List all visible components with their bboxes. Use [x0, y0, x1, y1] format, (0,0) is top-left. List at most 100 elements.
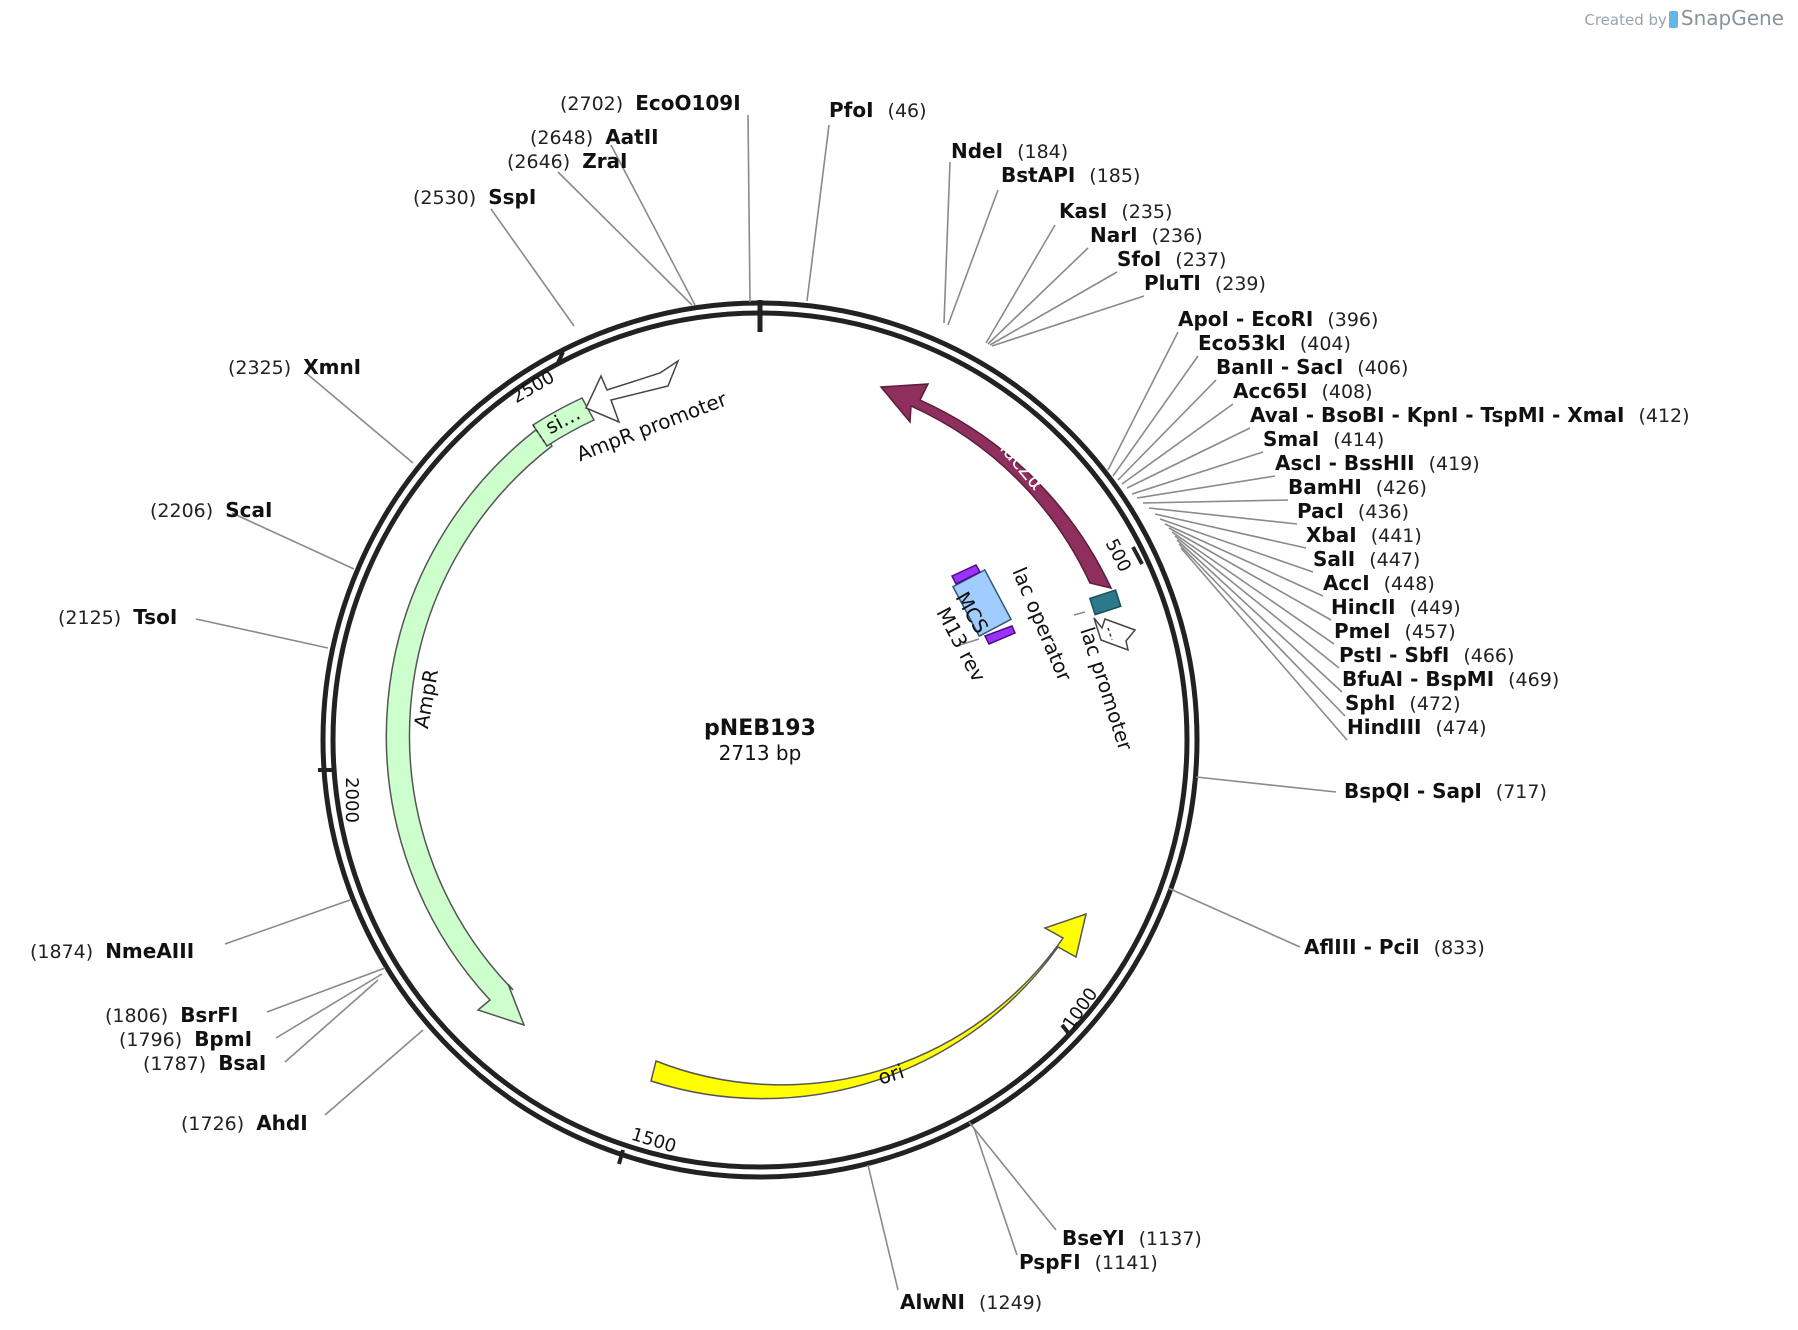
site-name: PfoI: [829, 98, 874, 122]
site-label[interactable]: (2702) EcoO109I: [560, 91, 741, 115]
backbone: [320, 300, 1200, 1180]
site-name: BsaI: [218, 1051, 266, 1075]
site-name: HincII: [1331, 595, 1396, 619]
site-label[interactable]: (185)BstAPI: [1001, 163, 1140, 187]
site-label[interactable]: (447)SalI: [1313, 547, 1420, 571]
site-position: (2648): [530, 127, 593, 149]
site-name: PstI - SbfI: [1339, 643, 1449, 667]
site-leader: [275, 973, 383, 1039]
site-leader: [231, 512, 355, 570]
site-label[interactable]: (2325)XmnI: [228, 355, 361, 379]
site-label[interactable]: (2530)SspI: [413, 185, 536, 209]
site-name: AccI: [1323, 571, 1370, 595]
site-name: SphI: [1345, 691, 1395, 715]
site-label[interactable]: (184)NdeI: [951, 139, 1068, 163]
site-label[interactable]: (1137)BseYI: [1062, 1226, 1202, 1250]
site-name: XbaI: [1306, 523, 1357, 547]
site-label[interactable]: (1874)NmeAIII: [30, 939, 194, 963]
site-label[interactable]: (1806)BsrFI: [105, 1003, 238, 1027]
feature-ori-arrow[interactable]: [650, 912, 1088, 1100]
site-name: ScaI: [225, 498, 272, 522]
site-label[interactable]: (469)BfuAI - BspMI: [1342, 667, 1559, 691]
site-label[interactable]: (1787)BsaI: [143, 1051, 266, 1075]
feature-AmpR-promoter-arrow[interactable]: [584, 359, 680, 424]
site-leader: [1136, 475, 1276, 499]
tick-label-2000: 2000: [341, 777, 362, 823]
site-position: (1726): [181, 1113, 244, 1135]
site-label[interactable]: (717)BspQI - SapI: [1344, 779, 1547, 803]
feature-M13rev-top[interactable]: [950, 564, 982, 586]
site-position: (2530): [413, 187, 476, 209]
site-name: SalI: [1313, 547, 1355, 571]
site-label[interactable]: (239)PluTI: [1144, 271, 1266, 295]
site-label[interactable]: (2206)ScaI: [150, 498, 272, 522]
feature-lac-operator-box[interactable]: [1088, 589, 1122, 616]
site-label[interactable]: (1726)AhdI: [181, 1111, 308, 1135]
site-label[interactable]: (419)AscI - BssHII: [1275, 451, 1480, 475]
site-name: AscI - BssHII: [1275, 451, 1415, 475]
site-leader: [985, 224, 1056, 344]
site-label[interactable]: (472)SphI: [1345, 691, 1461, 715]
site-label[interactable]: (2646)ZraI: [507, 149, 628, 173]
site-label[interactable]: (396)ApoI - EcoRI: [1178, 307, 1378, 331]
site-position: (449): [1410, 597, 1461, 619]
site-leader: [1154, 513, 1307, 549]
site-position: (474): [1435, 717, 1486, 739]
site-position: (436): [1358, 501, 1409, 523]
feature-AmpR-arrow[interactable]: [385, 424, 553, 1027]
site-leader: [324, 1029, 424, 1116]
site-label[interactable]: (833)AflIII - PciI: [1304, 935, 1485, 959]
tick-label-1000: 1000: [1059, 984, 1102, 1034]
site-leader: [987, 247, 1089, 345]
site-label[interactable]: (414)SmaI: [1263, 427, 1384, 451]
site-leader: [973, 1127, 1018, 1256]
site-name: NarI: [1090, 223, 1138, 247]
site-name: BspQI - SapI: [1344, 779, 1482, 803]
site-name: BanII - SacI: [1216, 355, 1343, 379]
site-label[interactable]: (426)BamHI: [1288, 475, 1427, 499]
site-label[interactable]: (406)BanII - SacI: [1216, 355, 1408, 379]
site-label[interactable]: (404)Eco53kI: [1198, 331, 1351, 355]
site-name: BpmI: [194, 1027, 252, 1051]
feature-signal-arrow[interactable]: [531, 397, 596, 448]
site-leader: [1195, 776, 1337, 793]
site-label[interactable]: (235)KasI: [1059, 199, 1172, 223]
feature-M13rev-bottom[interactable]: [983, 625, 1016, 645]
site-label[interactable]: (408)Acc65I: [1233, 379, 1373, 403]
feature-lac-promoter-arrow[interactable]: [1093, 617, 1137, 652]
tick-mark-500: [1131, 546, 1144, 565]
site-leader: [989, 271, 1118, 346]
site-leader: [1148, 507, 1298, 525]
site-leader: [947, 189, 999, 326]
site-label[interactable]: (474)HindIII: [1347, 715, 1487, 739]
site-position: (469): [1508, 669, 1559, 691]
site-leader: [224, 899, 351, 945]
site-label[interactable]: (449) HincII: [1331, 595, 1461, 619]
site-position: (2702): [560, 93, 623, 115]
site-label[interactable]: (237)SfoI: [1117, 247, 1226, 271]
site-label[interactable]: (412)AvaI - BsoBI - KpnI - TspMI - XmaI: [1250, 403, 1690, 427]
site-leader: [1121, 403, 1234, 485]
site-label[interactable]: (236)NarI: [1090, 223, 1203, 247]
site-label[interactable]: (1141)PspFI: [1019, 1250, 1158, 1274]
site-leader: [806, 124, 830, 302]
site-name: EcoO109I: [635, 91, 740, 115]
site-label[interactable]: (2648)AatII: [530, 125, 659, 149]
site-label[interactable]: (448)AccI: [1323, 571, 1435, 595]
site-label[interactable]: (1249)AlwNI: [900, 1290, 1042, 1314]
site-name: NmeAIII: [105, 939, 194, 963]
site-label[interactable]: (466)PstI - SbfI: [1339, 643, 1514, 667]
site-label[interactable]: (2125)TsoI: [58, 605, 177, 629]
site-position: (46): [888, 100, 927, 122]
site-label[interactable]: (436)PacI: [1297, 499, 1409, 523]
site-position: (237): [1175, 249, 1226, 271]
site-label[interactable]: (1796)BpmI: [119, 1027, 252, 1051]
site-label[interactable]: (457)PmeI: [1334, 619, 1456, 643]
site-label[interactable]: (441)XbaI: [1306, 523, 1422, 547]
site-label[interactable]: (46) PfoI: [829, 98, 927, 122]
feature-lacZa-arrow[interactable]: [879, 383, 1113, 590]
site-position: (426): [1376, 477, 1427, 499]
site-name: KasI: [1059, 199, 1107, 223]
site-name: SmaI: [1263, 427, 1319, 451]
